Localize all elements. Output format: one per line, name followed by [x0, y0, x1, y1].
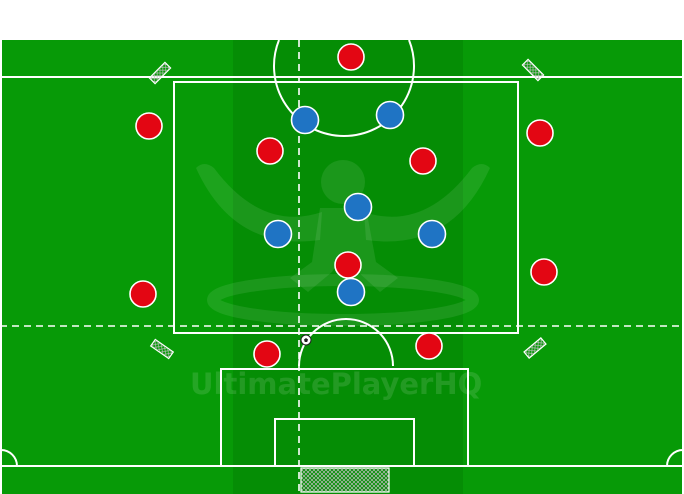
red-player	[334, 251, 362, 279]
mini-goal-icon	[149, 338, 175, 360]
ball-icon	[300, 334, 312, 346]
mini-goal-icon	[521, 58, 545, 82]
blue-player	[290, 105, 320, 135]
red-player	[256, 137, 284, 165]
red-player	[530, 258, 558, 286]
blue-player	[375, 100, 405, 130]
blue-player	[263, 219, 293, 249]
pitch-markings	[0, 39, 684, 494]
blue-player	[336, 277, 366, 307]
player-silhouette-watermark	[196, 160, 490, 326]
watermark-text: UltimatePlayerHQ	[190, 367, 482, 401]
red-player	[129, 280, 157, 308]
blue-team	[263, 100, 447, 307]
red-player	[135, 112, 163, 140]
goal-net-icon	[300, 467, 390, 493]
mini-goal-icon	[523, 337, 547, 359]
blue-player	[417, 219, 447, 249]
red-player	[409, 147, 437, 175]
red-player	[253, 340, 281, 368]
red-player	[337, 43, 365, 71]
red-player	[415, 332, 443, 360]
red-player	[526, 119, 554, 147]
blue-player	[343, 192, 373, 222]
red-team	[129, 43, 558, 368]
drill-area-box	[173, 81, 519, 334]
mini-goal-icon	[148, 61, 172, 85]
